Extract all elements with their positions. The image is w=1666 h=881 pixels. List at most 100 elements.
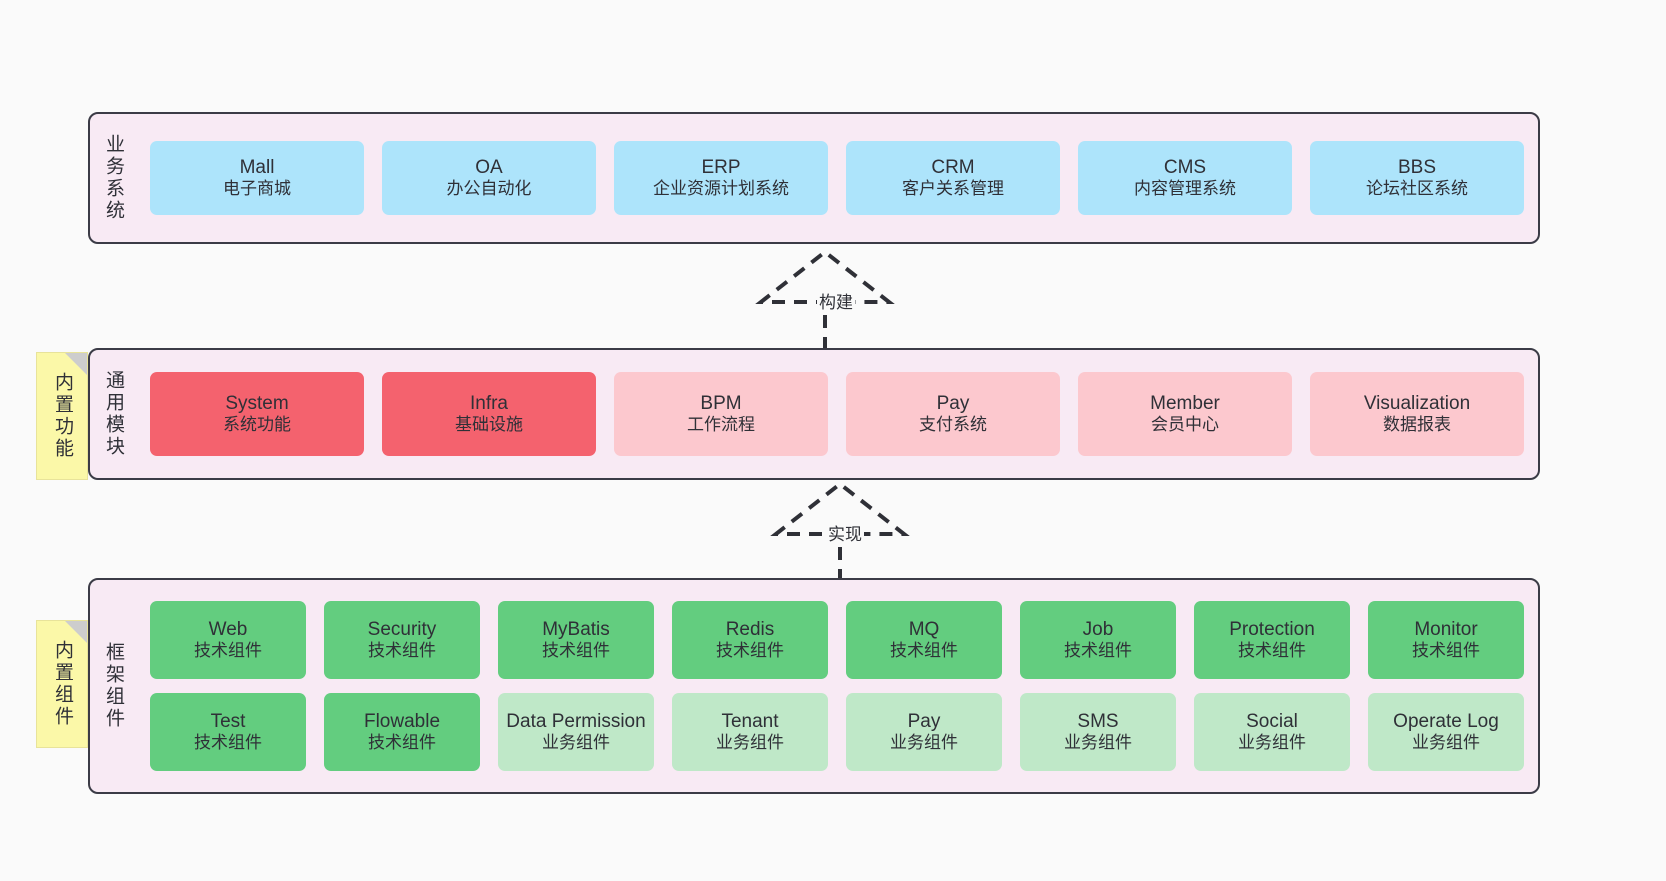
note-label: 内置组件 [51, 640, 73, 728]
node-subtitle: 内容管理系统 [1134, 179, 1236, 199]
node-title: Redis [725, 619, 775, 641]
connector-label: 构建 [817, 288, 855, 313]
node-title: Job [1082, 619, 1114, 641]
layer-title-framework: 框架组件 [102, 642, 124, 730]
node-pay-component[interactable]: Pay 业务组件 [846, 693, 1002, 771]
node-title: Pay [907, 711, 941, 733]
node-sms[interactable]: SMS 业务组件 [1020, 693, 1176, 771]
layer-common-modules: 通用模块 System 系统功能 Infra 基础设施 BPM 工作流程 Pay… [88, 348, 1540, 480]
node-web[interactable]: Web 技术组件 [150, 601, 306, 679]
node-title: OA [475, 157, 503, 179]
node-subtitle: 业务组件 [890, 733, 958, 753]
connector-label: 实现 [826, 520, 864, 545]
node-cms[interactable]: CMS 内容管理系统 [1078, 141, 1292, 215]
node-title: Data Permission [506, 711, 646, 733]
node-subtitle: 企业资源计划系统 [653, 179, 789, 199]
node-job[interactable]: Job 技术组件 [1020, 601, 1176, 679]
node-title: Social [1246, 711, 1298, 733]
node-title: Visualization [1363, 393, 1471, 415]
node-mall[interactable]: Mall 电子商城 [150, 141, 364, 215]
node-subtitle: 基础设施 [455, 415, 523, 435]
node-subtitle: 技术组件 [368, 641, 436, 661]
node-subtitle: 技术组件 [1412, 641, 1480, 661]
node-title: Protection [1229, 619, 1315, 641]
layer-row: System 系统功能 Infra 基础设施 BPM 工作流程 Pay 支付系统… [150, 372, 1524, 456]
node-title: Infra [469, 393, 509, 415]
node-title: Monitor [1414, 619, 1478, 641]
node-title: System [225, 393, 289, 415]
node-subtitle: 支付系统 [919, 415, 987, 435]
note-builtin-function: 内置功能 [36, 352, 88, 480]
node-subtitle: 技术组件 [1064, 641, 1132, 661]
layer-title-business: 业务系统 [102, 134, 124, 222]
connector-build: 构建 [745, 249, 935, 350]
node-title: Security [367, 619, 437, 641]
node-member[interactable]: Member 会员中心 [1078, 372, 1292, 456]
connector-realize: 实现 [760, 481, 950, 582]
node-title: BPM [700, 393, 742, 415]
node-title: Web [208, 619, 248, 641]
layer-row: Mall 电子商城 OA 办公自动化 ERP 企业资源计划系统 CRM 客户关系… [150, 141, 1524, 215]
node-title: CRM [931, 157, 975, 179]
node-bbs[interactable]: BBS 论坛社区系统 [1310, 141, 1524, 215]
node-tenant[interactable]: Tenant 业务组件 [672, 693, 828, 771]
node-subtitle: 业务组件 [1238, 733, 1306, 753]
node-title: BBS [1397, 157, 1437, 179]
note-builtin-component: 内置组件 [36, 620, 88, 748]
layer-body-framework: Web 技术组件 Security 技术组件 MyBatis 技术组件 Redi… [136, 580, 1538, 792]
node-subtitle: 技术组件 [368, 733, 436, 753]
node-erp[interactable]: ERP 企业资源计划系统 [614, 141, 828, 215]
node-system[interactable]: System 系统功能 [150, 372, 364, 456]
note-label: 内置功能 [51, 372, 73, 460]
node-test[interactable]: Test 技术组件 [150, 693, 306, 771]
node-flowable[interactable]: Flowable 技术组件 [324, 693, 480, 771]
node-bpm[interactable]: BPM 工作流程 [614, 372, 828, 456]
node-protection[interactable]: Protection 技术组件 [1194, 601, 1350, 679]
node-subtitle: 办公自动化 [446, 179, 532, 199]
node-subtitle: 技术组件 [542, 641, 610, 661]
node-subtitle: 系统功能 [223, 415, 291, 435]
node-subtitle: 技术组件 [194, 733, 262, 753]
node-subtitle: 业务组件 [1412, 733, 1480, 753]
node-mybatis[interactable]: MyBatis 技术组件 [498, 601, 654, 679]
node-title: MQ [908, 619, 940, 641]
node-title: CMS [1163, 157, 1207, 179]
node-subtitle: 会员中心 [1151, 415, 1219, 435]
layer-row: Web 技术组件 Security 技术组件 MyBatis 技术组件 Redi… [150, 601, 1524, 679]
node-subtitle: 业务组件 [1064, 733, 1132, 753]
node-oa[interactable]: OA 办公自动化 [382, 141, 596, 215]
node-data-permission[interactable]: Data Permission 业务组件 [498, 693, 654, 771]
layer-row: Test 技术组件 Flowable 技术组件 Data Permission … [150, 693, 1524, 771]
node-title: Test [210, 711, 246, 733]
node-title: Operate Log [1393, 711, 1499, 733]
node-subtitle: 客户关系管理 [902, 179, 1004, 199]
node-visualization[interactable]: Visualization 数据报表 [1310, 372, 1524, 456]
node-subtitle: 工作流程 [687, 415, 755, 435]
node-social[interactable]: Social 业务组件 [1194, 693, 1350, 771]
layer-body-business: Mall 电子商城 OA 办公自动化 ERP 企业资源计划系统 CRM 客户关系… [136, 114, 1538, 242]
node-title: ERP [701, 157, 741, 179]
node-mq[interactable]: MQ 技术组件 [846, 601, 1002, 679]
node-title: Pay [936, 393, 970, 415]
node-subtitle: 业务组件 [542, 733, 610, 753]
node-monitor[interactable]: Monitor 技术组件 [1368, 601, 1524, 679]
node-subtitle: 技术组件 [194, 641, 262, 661]
node-redis[interactable]: Redis 技术组件 [672, 601, 828, 679]
layer-framework-components: 框架组件 Web 技术组件 Security 技术组件 MyBatis 技术组件… [88, 578, 1540, 794]
node-subtitle: 电子商城 [223, 179, 291, 199]
node-subtitle: 业务组件 [716, 733, 784, 753]
node-pay-module[interactable]: Pay 支付系统 [846, 372, 1060, 456]
node-subtitle: 论坛社区系统 [1366, 179, 1468, 199]
node-title: Mall [239, 157, 275, 179]
node-crm[interactable]: CRM 客户关系管理 [846, 141, 1060, 215]
node-security[interactable]: Security 技术组件 [324, 601, 480, 679]
node-infra[interactable]: Infra 基础设施 [382, 372, 596, 456]
layer-business-systems: 业务系统 Mall 电子商城 OA 办公自动化 ERP 企业资源计划系统 CRM… [88, 112, 1540, 244]
node-title: Flowable [363, 711, 441, 733]
layer-title-modules: 通用模块 [102, 370, 124, 458]
layer-body-modules: System 系统功能 Infra 基础设施 BPM 工作流程 Pay 支付系统… [136, 350, 1538, 478]
node-subtitle: 数据报表 [1383, 415, 1451, 435]
node-operate-log[interactable]: Operate Log 业务组件 [1368, 693, 1524, 771]
node-subtitle: 技术组件 [716, 641, 784, 661]
